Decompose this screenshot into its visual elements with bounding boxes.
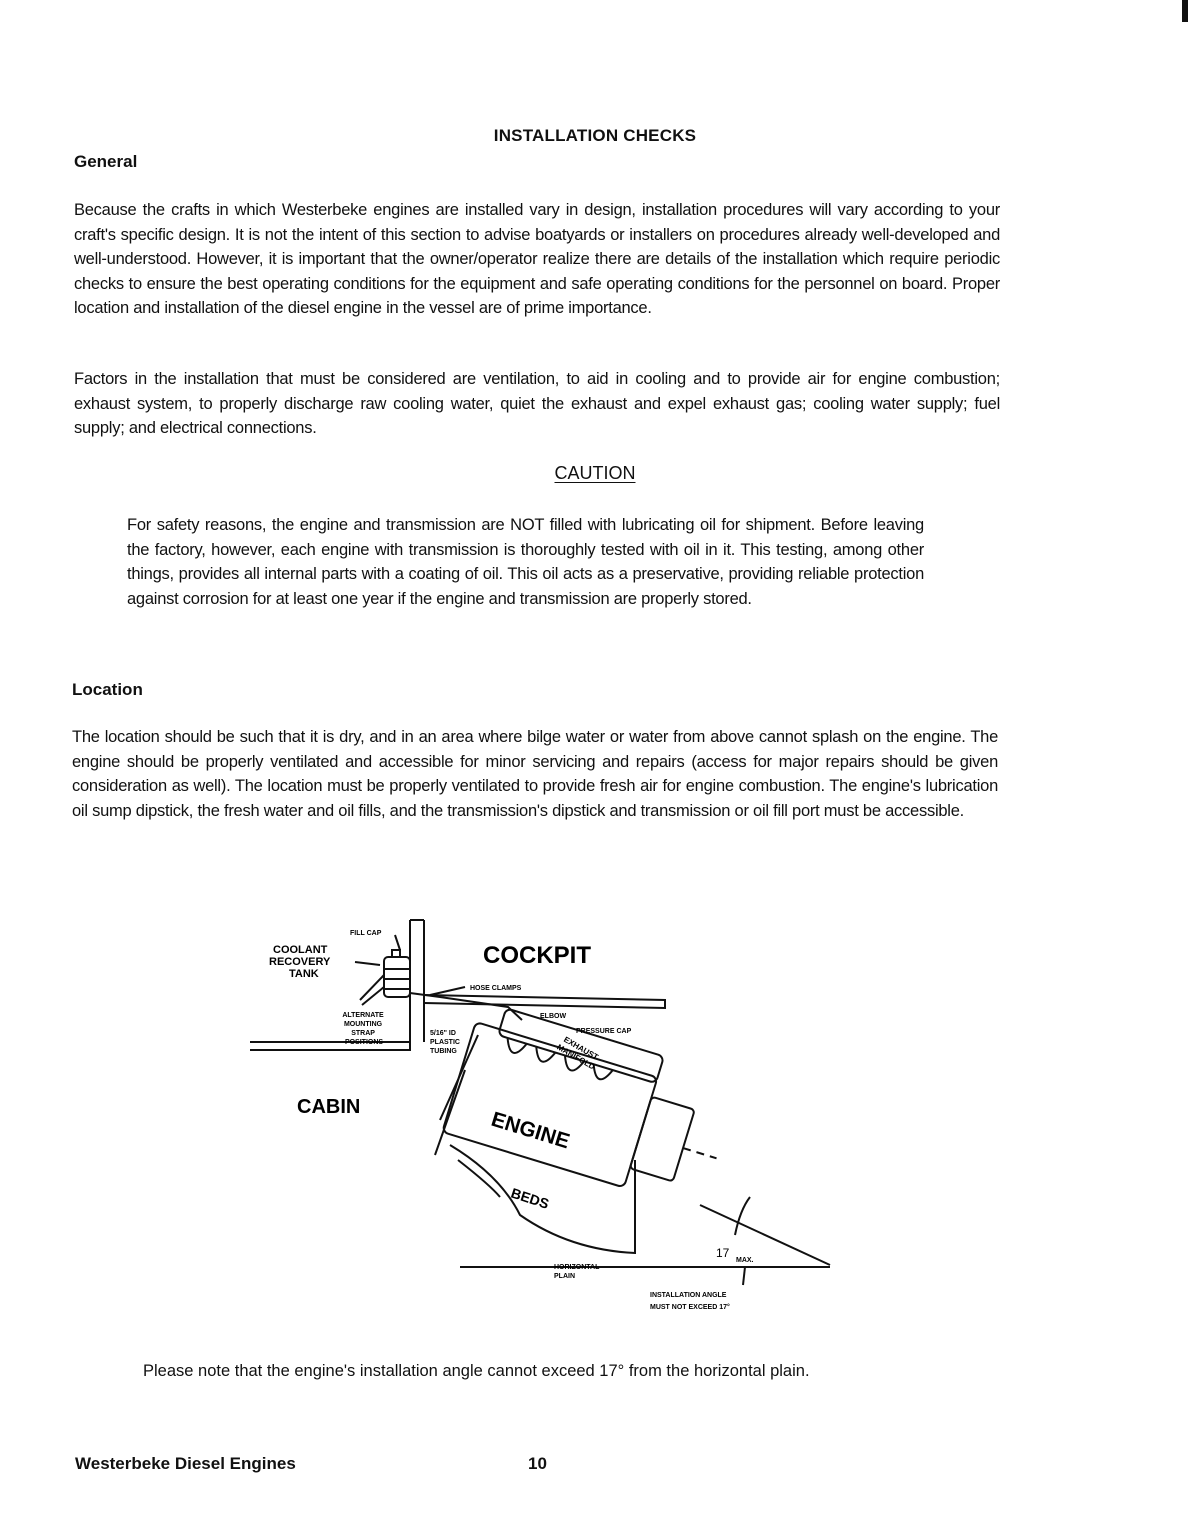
caution-text: For safety reasons, the engine and trans… xyxy=(127,516,924,608)
general-paragraph-2: Factors in the installation that must be… xyxy=(74,370,1000,437)
coolant-recovery-tank-label: COOLANT RECOVERY TANK xyxy=(269,944,333,980)
angle-value-label: 17 xyxy=(716,1246,730,1260)
caution-label: CAUTION xyxy=(554,463,636,483)
angle-max-label: MAX. xyxy=(736,1257,754,1264)
angle-note: Please note that the engine's installati… xyxy=(143,1362,810,1380)
coolant-tank-shape xyxy=(383,956,411,998)
elbow-label: ELBOW xyxy=(540,1013,566,1020)
horizontal-plain-label: HORIZONTAL PLAIN xyxy=(554,1264,601,1280)
alternate-positions-label: ALTERNATE MOUNTING STRAP POSITIONS xyxy=(342,1012,385,1046)
exhaust-manifold-label: EXHAUST MANIFOLD xyxy=(555,1034,601,1072)
page-title: INSTALLATION CHECKS xyxy=(493,126,697,145)
installation-angle-line xyxy=(699,1204,831,1266)
general-paragraph-1: Because the crafts in which Westerbeke e… xyxy=(74,201,1000,317)
fill-cap-label: FILL CAP xyxy=(350,930,382,937)
coolant-hose xyxy=(409,992,523,1021)
engine-block-shape xyxy=(442,1008,717,1187)
plastic-tubing-label: 5/16" ID PLASTIC TUBING xyxy=(430,1030,462,1055)
engine-beds xyxy=(449,1144,636,1255)
engine-installation-diagram: FILL CAP COOLANT RECOVERY TANK COCKPIT H… xyxy=(250,919,831,1311)
cockpit-floor xyxy=(423,994,666,1010)
pressure-cap-label: PRESSURE CAP xyxy=(576,1028,632,1035)
general-heading: General xyxy=(74,152,138,171)
engine-label: ENGINE xyxy=(489,1108,573,1154)
dipstick-tube xyxy=(434,1034,479,1156)
cockpit-label: COCKPIT xyxy=(483,942,591,969)
cabin-label: CABIN xyxy=(297,1096,360,1118)
page-number: 10 xyxy=(528,1454,547,1473)
alternate-strap-lines xyxy=(359,974,385,1006)
installation-angle-note: INSTALLATION ANGLE MUST NOT EXCEED 17° xyxy=(650,1292,730,1311)
scan-edge-mark xyxy=(1182,0,1188,22)
footer-brand: Westerbeke Diesel Engines xyxy=(75,1454,296,1473)
cabin-floor xyxy=(250,1041,411,1051)
location-paragraph: The location should be such that it is d… xyxy=(72,728,998,820)
location-heading: Location xyxy=(72,680,143,699)
hose-clamps-label: HOSE CLAMPS xyxy=(470,985,522,992)
